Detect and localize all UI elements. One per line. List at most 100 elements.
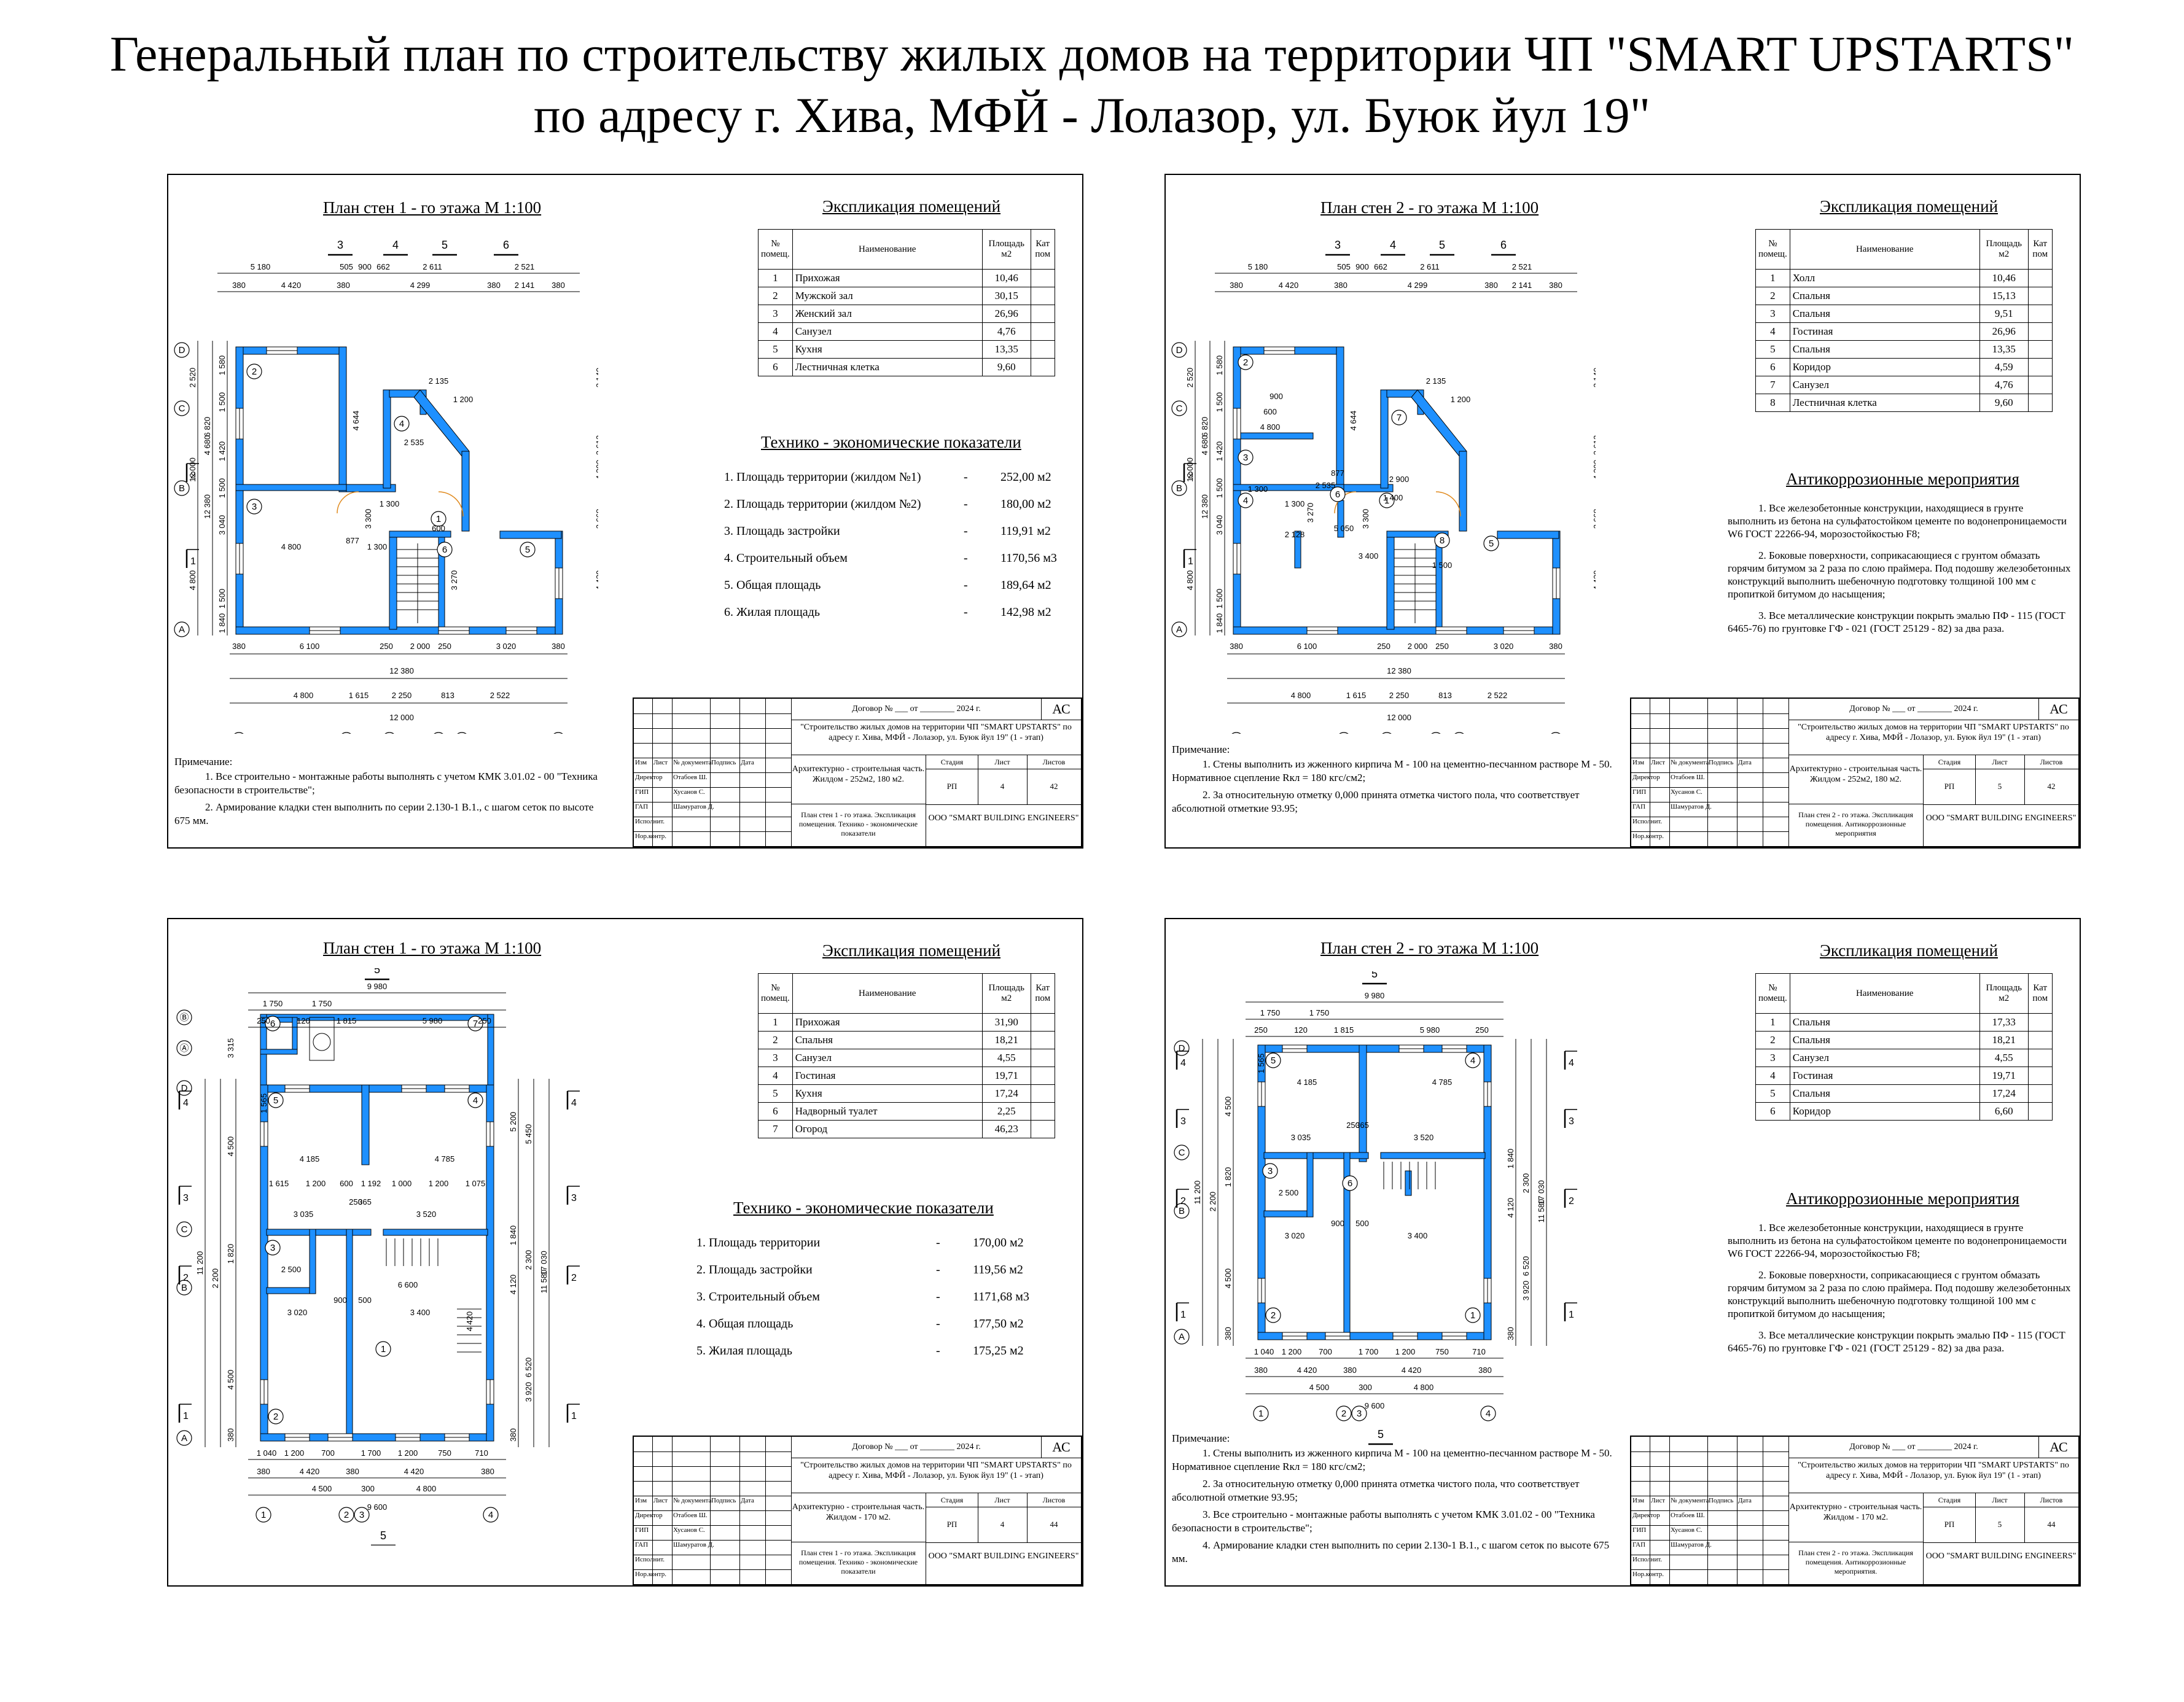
wall-segment	[1263, 1210, 1314, 1218]
plan-title: План стен 1 - го этажа М 1:100	[323, 198, 542, 217]
dimension-label: 380	[1223, 1327, 1233, 1340]
room-area: 15,13	[1979, 287, 2029, 305]
dimension-label: 505	[340, 262, 353, 271]
dimension-label: 300	[361, 1484, 375, 1493]
title-block-person: Хусанов С.	[673, 788, 705, 796]
section-label: 2	[1188, 470, 1193, 481]
axis-bubble	[381, 732, 397, 748]
room-area: 19,71	[1979, 1067, 2029, 1085]
tep-row: 2. Площадь застройки-119,56 м2	[696, 1256, 1059, 1283]
axis-bubble	[467, 1092, 483, 1108]
axis-bubble	[1428, 732, 1444, 748]
room-name: Санузел	[1789, 376, 1980, 394]
grid-line	[672, 699, 673, 846]
dimension-label: 6 820	[203, 417, 212, 437]
grid-line	[1631, 1481, 1788, 1482]
tep-row: 5. Жилая площадь-175,25 м2	[696, 1337, 1059, 1364]
section-label: 1	[1569, 1310, 1574, 1320]
dimension-label: 380	[1230, 281, 1243, 290]
grid-line	[765, 1437, 766, 1584]
axis-bubble	[1238, 449, 1254, 465]
room-number: 2	[1755, 287, 1790, 305]
wall-segment	[1380, 1152, 1486, 1159]
tep-row: 6. Жилая площадь-142,98 м2	[724, 599, 1086, 626]
dimension-label: 2 535	[404, 438, 424, 447]
axis-label: 4	[1243, 495, 1248, 506]
tep-label: 2. Площадь территории (жилдом №2)	[724, 497, 921, 511]
room-area: 9,60	[981, 358, 1031, 376]
dimension-label: 3 270	[450, 570, 459, 591]
grid-line	[652, 699, 653, 846]
axis-bubble	[176, 1280, 192, 1296]
room-category	[1030, 1031, 1055, 1049]
title-block-person: Отабоев Ш.	[673, 774, 708, 781]
axis-label: 3	[1243, 453, 1248, 463]
dimension-label: 3 020	[1285, 1231, 1305, 1240]
dimension-label: 365	[1355, 1121, 1369, 1130]
axis-label: D	[1179, 1043, 1185, 1054]
title-block-person: Шамуратов Д.	[1671, 803, 1712, 810]
title-block-col-label: № документа	[673, 759, 712, 766]
wall-segment	[1294, 530, 1301, 569]
title-block-role: Исполнит.	[635, 1556, 665, 1563]
title-block-col-label: Дата	[741, 1497, 754, 1504]
room-number: 6	[1755, 358, 1790, 376]
explication-header-cell: Наименование	[792, 229, 983, 270]
dimension-label: 12 380	[1387, 666, 1411, 675]
dimension-label: 1 750	[312, 999, 332, 1008]
title-block-role: Нор.контр.	[1632, 1571, 1664, 1578]
title-block-col-label: Изм	[1632, 1497, 1645, 1504]
dimension-label: 4 420	[465, 1311, 474, 1332]
axis-label: 2	[252, 367, 257, 377]
tep-row: 1. Площадь территории (жилдом №1)-252,00…	[724, 464, 1086, 491]
dimension-label: 1 420	[1215, 441, 1224, 462]
sheet-description: План стен 1 - го этажа. Экспликация поме…	[791, 1542, 926, 1584]
dimension-label: 4 644	[351, 411, 361, 431]
dimension-label: 662	[376, 262, 390, 271]
sheet-description: План стен 2 - го этажа. Экспликация поме…	[1788, 1542, 1924, 1584]
room-category	[1030, 269, 1055, 287]
dimension-label: 1 820	[1223, 1167, 1233, 1187]
stage-header: Стадия	[1924, 755, 1975, 769]
dimension-label: 900	[1269, 392, 1283, 401]
wall-segment	[487, 1014, 494, 1089]
room-area: 4,76	[1979, 376, 2029, 394]
dimension-label: 5 180	[1248, 262, 1268, 271]
explication-header-cell: Кат пом	[2027, 973, 2053, 1014]
grid-line	[634, 1584, 791, 1585]
title-block-role: Исполнит.	[1632, 818, 1663, 825]
part-name: Архитектурно - строительная часть. Жилдо…	[791, 755, 926, 804]
section-label: 5	[1439, 239, 1445, 251]
section-label: 5	[374, 968, 380, 976]
room-area: 31,90	[981, 1013, 1031, 1032]
wall-segment	[1497, 530, 1559, 539]
dimension-label: 2 250	[392, 691, 412, 700]
wall-segment	[266, 1229, 372, 1236]
dimension-label: 2 522	[490, 691, 510, 700]
axis-label: B	[1179, 1206, 1185, 1216]
dimension-label: 250	[1254, 1025, 1268, 1035]
wall-segment	[266, 1287, 316, 1294]
notes-title: Примечание:	[174, 756, 233, 767]
stage-header: Лист	[978, 755, 1027, 769]
axis-bubble	[1238, 354, 1254, 370]
dimension-label: 1 840	[1215, 613, 1224, 634]
room-category	[1030, 1084, 1055, 1103]
section-label: 2	[571, 1273, 577, 1283]
room-name: Кухня	[792, 340, 983, 359]
title-block-col-label: Дата	[741, 759, 754, 766]
room-area: 30,15	[981, 287, 1031, 305]
title-block-role: ГИП	[635, 1526, 649, 1534]
dimension-label: 5 980	[423, 1016, 443, 1025]
note-item: 2. За относительную отметку 0,000 принят…	[1172, 789, 1580, 814]
axis-label: 6	[270, 1019, 275, 1029]
axis-bubble	[246, 499, 262, 515]
dimension-label: 380	[257, 1467, 270, 1476]
axis-bubble	[255, 1507, 271, 1523]
anticorrosion-item: 1. Все железобетонные конструкции, наход…	[1728, 502, 2067, 540]
section-label: 3	[1335, 239, 1341, 251]
axis-bubble	[1391, 410, 1407, 426]
